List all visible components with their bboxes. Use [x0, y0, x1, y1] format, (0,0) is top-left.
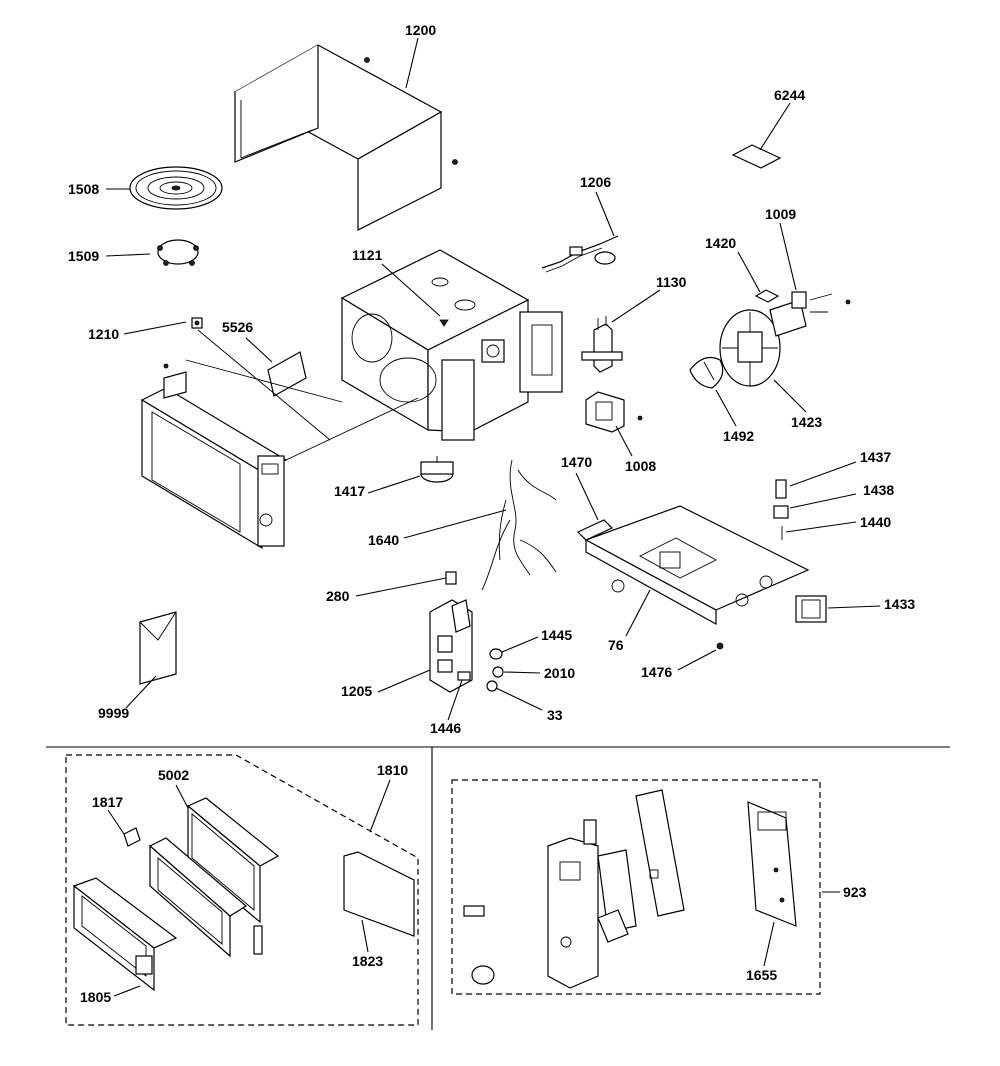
label-1446: 1446 — [430, 720, 461, 736]
label-6244 — [731, 144, 782, 169]
label-1492: 1492 — [723, 428, 754, 444]
label-1445: 1445 — [541, 627, 572, 643]
label-1205: 1205 — [341, 683, 372, 699]
latch-1210 — [191, 317, 203, 329]
screw-1476 — [716, 642, 724, 650]
stirrer-motor-1417 — [420, 456, 454, 483]
label-1130: 1130 — [656, 274, 687, 290]
diode-1437 — [775, 479, 787, 499]
power-cord-1206 — [541, 235, 619, 273]
capacitor-1433 — [795, 595, 827, 623]
part-number-labels: 1200 6244 1508 1206 1009 1509 1121 1420 … — [68, 22, 915, 1005]
label-33: 33 — [547, 707, 563, 723]
label-1121: 1121 — [352, 247, 383, 263]
turntable-tray-1508 — [129, 166, 223, 210]
label-1210: 1210 — [88, 326, 119, 342]
label-1433: 1433 — [884, 596, 915, 612]
label-6244: 6244 — [774, 87, 805, 103]
label-5526: 5526 — [222, 319, 253, 335]
switch-2010 — [492, 666, 504, 678]
bracket-1470 — [576, 519, 614, 541]
label-1817: 1817 — [92, 794, 123, 810]
fuse-1438 — [773, 505, 789, 519]
outer-case-1200 — [233, 44, 458, 231]
roller-ring-1509 — [157, 239, 199, 266]
wire-harness-1640 — [481, 459, 557, 591]
switch-33 — [486, 680, 498, 692]
label-1440: 1440 — [860, 514, 891, 530]
label-1805: 1805 — [80, 989, 111, 1005]
section-dividers — [46, 746, 950, 1030]
front-frame — [140, 363, 288, 550]
label-923: 923 — [843, 884, 867, 900]
label-1009: 1009 — [765, 206, 796, 222]
interlock-1205 — [429, 599, 473, 693]
label-1509: 1509 — [68, 248, 99, 264]
label-5002: 5002 — [158, 767, 189, 783]
cavity-1121 — [340, 249, 563, 441]
fan-motor-1423 — [719, 299, 807, 387]
label-1810: 1810 — [377, 762, 408, 778]
label-1437: 1437 — [860, 449, 891, 465]
label-76: 76 — [608, 637, 624, 653]
label-280: 280 — [326, 588, 350, 604]
label-1008: 1008 — [625, 458, 656, 474]
label-1206: 1206 — [580, 174, 611, 190]
damper-1009 — [791, 291, 851, 313]
label-1438: 1438 — [863, 482, 894, 498]
label-1420: 1420 — [705, 235, 736, 251]
label-1200: 1200 — [405, 22, 436, 38]
literature-9999 — [139, 611, 177, 685]
label-1476: 1476 — [641, 664, 672, 680]
label-1640: 1640 — [368, 532, 399, 548]
plate-5526 — [267, 351, 307, 397]
label-1508: 1508 — [68, 181, 99, 197]
bracket-1130 — [581, 316, 623, 373]
label-2010: 2010 — [544, 665, 575, 681]
label-1423: 1423 — [791, 414, 822, 430]
label-1823: 1823 — [352, 953, 383, 969]
thermostat-1420 — [754, 289, 780, 303]
label-1470: 1470 — [561, 454, 592, 470]
leader-lines — [105, 37, 881, 997]
lever-1446 — [457, 671, 471, 681]
label-1655: 1655 — [746, 967, 777, 983]
control-panel-box — [451, 779, 821, 995]
transformer-1008 — [585, 391, 643, 433]
door-assembly-box — [65, 754, 419, 1026]
fan-blade-1492 — [689, 357, 724, 389]
label-9999: 9999 — [98, 705, 129, 721]
base-plate-76 — [584, 505, 810, 626]
label-1417: 1417 — [334, 483, 365, 499]
switch-280 — [445, 571, 457, 585]
switch-1445 — [489, 648, 503, 660]
